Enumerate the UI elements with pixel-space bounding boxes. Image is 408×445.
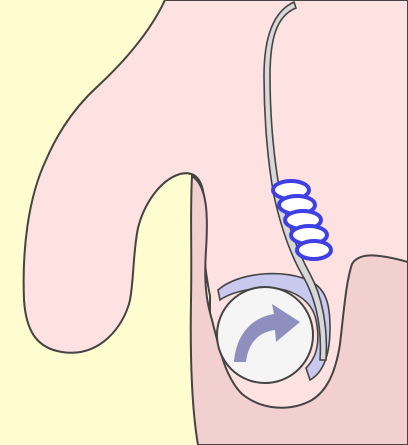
embolic-ball	[217, 287, 313, 383]
coil-loop	[297, 241, 331, 259]
